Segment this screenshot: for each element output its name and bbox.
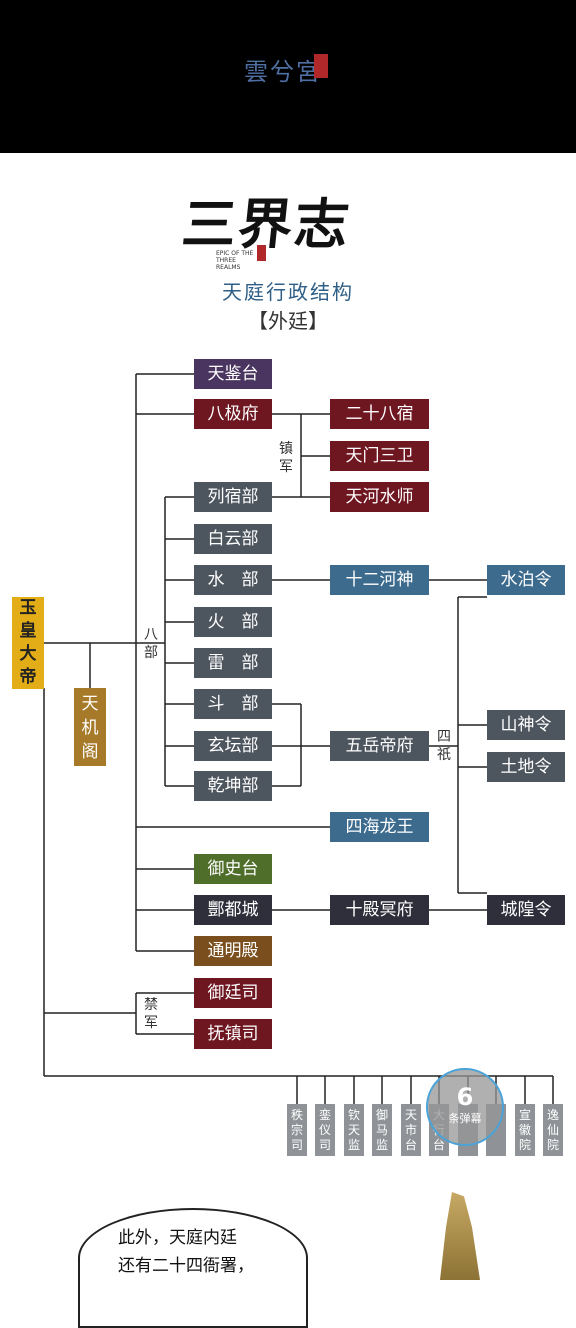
node-huobu: 火 部	[194, 607, 272, 637]
office-0: 秩宗司	[287, 1104, 307, 1156]
bubble-line-2: 还有二十四衙署，	[118, 1256, 254, 1276]
node-tongmingdian: 通明殿	[194, 936, 272, 966]
node-bajifu: 八极府	[194, 399, 272, 429]
danmu-count-button[interactable]: 6 条弹幕	[426, 1068, 504, 1146]
office-2: 钦天监	[344, 1104, 364, 1156]
node-doubu: 斗 部	[194, 689, 272, 719]
page-title: 天庭行政结构	[222, 280, 354, 304]
logo-seal	[257, 245, 266, 261]
office-4: 天市台	[401, 1104, 421, 1156]
bubble-text: 此外，天庭内廷 还有二十四衙署，	[118, 1224, 254, 1280]
node-ershibasu: 二十八宿	[330, 399, 429, 429]
label-zhenjun: 镇军	[279, 441, 293, 475]
label-siqi: 四祇	[437, 729, 451, 763]
connector-lines	[43, 373, 554, 1104]
node-shierheshen: 十二河神	[330, 565, 429, 595]
node-tianjige: 天机阁	[74, 688, 106, 766]
label-babu: 八部	[144, 627, 158, 661]
node-emperor: 玉皇大帝	[12, 597, 44, 689]
node-fuzhensi: 抚镇司	[194, 1019, 272, 1049]
node-wuyuedifu: 五岳帝府	[330, 731, 429, 761]
node-fengducheng: 酆都城	[194, 895, 272, 925]
node-sihailongwang: 四海龙王	[330, 812, 429, 842]
brand-seal	[314, 54, 328, 78]
node-baiyunbu: 白云部	[194, 524, 272, 554]
node-tianheshuishi: 天河水师	[330, 482, 429, 512]
office-9: 逸仙院	[543, 1104, 563, 1156]
office-8: 宣徽院	[515, 1104, 535, 1156]
bubble-line-1: 此外，天庭内廷	[118, 1228, 237, 1248]
node-shuipoling: 水泊令	[487, 565, 565, 595]
node-qiankunbu: 乾坤部	[194, 771, 272, 801]
node-tianmensanwei: 天门三卫	[330, 441, 429, 471]
node-tianjiantai: 天鉴台	[194, 359, 272, 389]
node-tudiling: 土地令	[487, 752, 565, 782]
node-yushitai: 御史台	[194, 854, 272, 884]
brand-logo: 雲兮宮	[244, 58, 322, 86]
node-chenghuangling: 城隍令	[487, 895, 565, 925]
node-xuantanbu: 玄坛部	[194, 731, 272, 761]
node-leibu: 雷 部	[194, 648, 272, 678]
danmu-count: 6	[456, 1083, 474, 1111]
top-banner: 雲兮宮	[0, 0, 576, 153]
node-yutingsi: 御廷司	[194, 978, 272, 1008]
page-subtitle: 【外廷】	[248, 309, 328, 333]
office-1: 銮仪司	[315, 1104, 335, 1156]
danmu-label: 条弹幕	[448, 1112, 482, 1125]
node-shanshenling: 山神令	[487, 710, 565, 740]
logo-english: EPIC OF THE THREE REALMS	[216, 250, 254, 271]
node-shidianmingfu: 十殿冥府	[330, 895, 429, 925]
node-liesubu: 列宿部	[194, 482, 272, 512]
office-3: 御马监	[372, 1104, 392, 1156]
label-jinjun: 禁军	[144, 997, 158, 1031]
node-shuibu: 水 部	[194, 565, 272, 595]
